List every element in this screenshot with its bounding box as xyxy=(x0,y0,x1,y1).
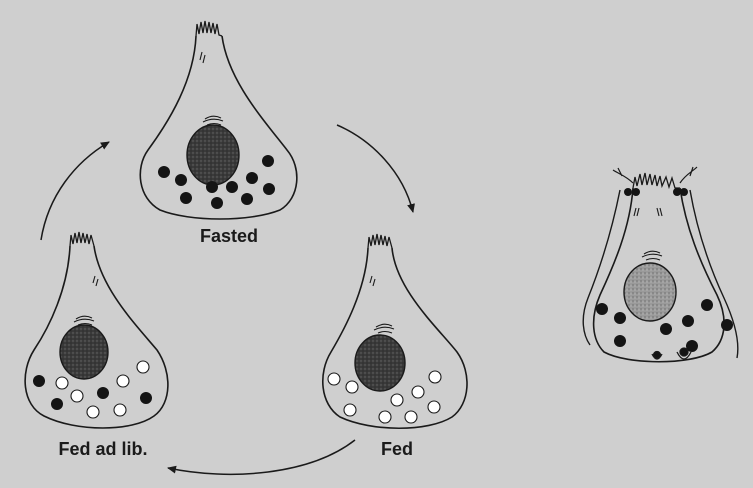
granule-empty xyxy=(87,406,99,418)
granule-filled xyxy=(97,387,109,399)
granule-empty xyxy=(379,411,391,423)
granule-filled xyxy=(241,193,253,205)
granule-filled xyxy=(721,319,733,331)
granule-filled xyxy=(33,375,45,387)
granule-filled xyxy=(158,166,170,178)
granule-filled xyxy=(246,172,258,184)
granule-filled xyxy=(614,312,626,324)
granule-empty xyxy=(114,404,126,416)
granule-filled xyxy=(614,335,626,347)
junction-dot xyxy=(632,188,640,196)
granule-filled xyxy=(206,181,218,193)
granule-empty xyxy=(328,373,340,385)
granule-filled xyxy=(180,192,192,204)
granule-empty xyxy=(391,394,403,406)
junction-dot xyxy=(680,188,688,196)
granule-empty xyxy=(428,401,440,413)
granule-filled xyxy=(660,323,672,335)
junction-dot xyxy=(624,188,632,196)
granule-filled xyxy=(51,398,63,410)
cell-fed-ad-lib-label: Fed ad lib. xyxy=(58,439,147,459)
granule-empty xyxy=(346,381,358,393)
granule-empty xyxy=(412,386,424,398)
granule-filled xyxy=(596,303,608,315)
cell-fed-label: Fed xyxy=(381,439,413,459)
granule-empty xyxy=(405,411,417,423)
junction-dot xyxy=(673,188,681,196)
cell-fed-nucleus xyxy=(355,335,405,391)
granule-filled xyxy=(262,155,274,167)
granule-filled xyxy=(175,174,187,186)
granule-filled xyxy=(211,197,223,209)
granule-empty xyxy=(117,375,129,387)
cell-fed-ad-lib-nucleus xyxy=(60,325,108,379)
granule-filled xyxy=(140,392,152,404)
granule-empty xyxy=(344,404,356,416)
granule-empty xyxy=(137,361,149,373)
cell-fasted-label: Fasted xyxy=(200,226,258,246)
granule-filled xyxy=(680,348,688,356)
granule-filled xyxy=(682,315,694,327)
granule-filled xyxy=(701,299,713,311)
cell-fasted-nucleus xyxy=(187,125,239,185)
granule-empty xyxy=(429,371,441,383)
cell-standalone-nucleus xyxy=(624,263,676,321)
granule-filled xyxy=(226,181,238,193)
granule-filled xyxy=(654,352,661,359)
granule-empty xyxy=(56,377,68,389)
granule-filled xyxy=(263,183,275,195)
granule-empty xyxy=(71,390,83,402)
